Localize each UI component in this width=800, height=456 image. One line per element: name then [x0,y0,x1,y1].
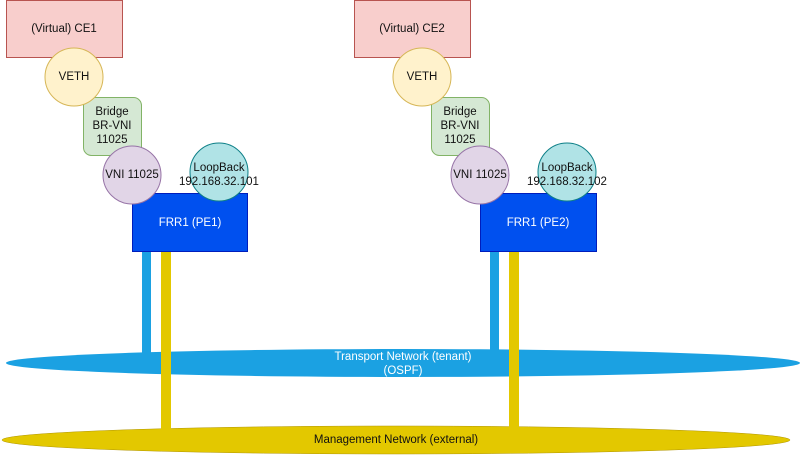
bridge2-label-line3: 11025 [444,134,475,146]
bridge1-label-line2: BR-VNI [93,120,132,132]
vni2-circle [450,145,510,205]
loopback2-circle [537,142,597,202]
site-2: (Virtual) CE2 Bridge BR-VNI 11025 VETH F… [354,0,607,252]
pe2-router-label: FRR1 (PE2) [507,217,570,229]
loopback2-label-line2: 192.168.32.102 [527,176,607,188]
ce2-box [354,0,471,58]
veth1-circle [44,47,104,107]
site-1: (Virtual) CE1 Bridge BR-VNI 11025 VETH F… [6,0,259,252]
pe1-router-box [132,193,248,252]
pe1-transport-link [142,252,151,356]
management-network-label: Management Network (external) [314,434,478,446]
management-network: Management Network (external) [1,425,791,455]
pe2-management-link [509,252,519,435]
veth2-circle [392,47,452,107]
transport-network-label-line1: Transport Network (tenant) [335,351,472,363]
loopback2-label-line1: LoopBack [541,162,592,174]
ce1-box [6,0,123,58]
vni1-circle [102,145,162,205]
pe1-router-label: FRR1 (PE1) [159,217,222,229]
pe2-router-box [480,193,597,252]
ce1-label: (Virtual) CE1 [31,23,97,35]
bridge2-label-line2: BR-VNI [441,120,480,132]
loopback1-circle [189,142,249,202]
transport-network-ellipse [6,349,800,377]
veth1-label: VETH [59,71,90,83]
loopback1-label-line2: 192.168.32.101 [179,176,259,188]
pe2-transport-link [490,252,499,356]
bridge1-label-line3: 11025 [96,134,127,146]
vni1-label: VNI 11025 [105,169,159,181]
management-network-ellipse [1,425,791,455]
pe1-management-link [161,252,171,435]
veth2-label: VETH [407,71,438,83]
bridge1-label-line1: Bridge [95,106,128,118]
vni2-label: VNI 11025 [453,169,507,181]
transport-network-label-line2: (OSPF) [384,365,423,377]
ce2-label: (Virtual) CE2 [379,23,445,35]
loopback1-label-line1: LoopBack [193,162,244,174]
bridge2-label-line1: Bridge [443,106,476,118]
transport-network: Transport Network (tenant) (OSPF) [6,349,800,377]
